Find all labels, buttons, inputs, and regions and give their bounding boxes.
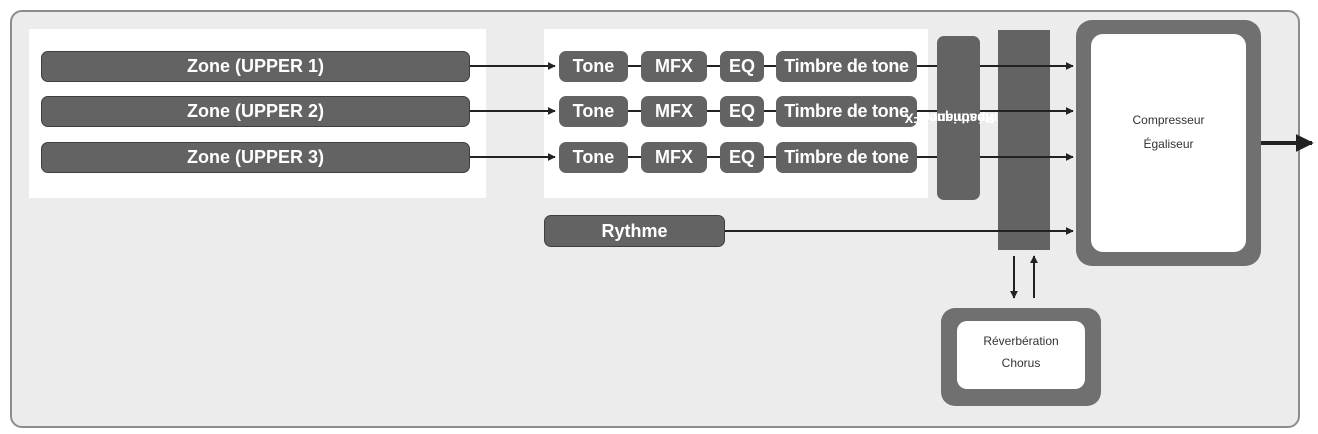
timbre-block-1: Timbre de tone [776,51,917,82]
tone-block-1: Tone [559,51,628,82]
reverb-block [957,321,1085,389]
zone-upper-2: Zone (UPPER 2) [41,96,470,127]
mfx-block-1: MFX [641,51,707,82]
tone-block-2: Tone [559,96,628,127]
zone-upper-1: Zone (UPPER 1) [41,51,470,82]
compressor-label: Compresseur Égaliseur [1132,113,1205,151]
zone-upper-3: Zone (UPPER 3) [41,142,470,173]
mfx-block-2: MFX [641,96,707,127]
rhythm-block: Rythme [544,215,725,247]
timbre-block-2: Timbre de tone [776,96,917,127]
compressor-block [1091,34,1246,252]
eq-block-3: EQ [720,142,764,173]
mfx-block-3: MFX [641,142,707,173]
reverb-label: Réverbération Chorus [983,334,1059,370]
eq-block-2: EQ [720,96,764,127]
eq-block-1: EQ [720,51,764,82]
timbre-block-3: Timbre de tone [776,142,917,173]
tone-block-3: Tone [559,142,628,173]
